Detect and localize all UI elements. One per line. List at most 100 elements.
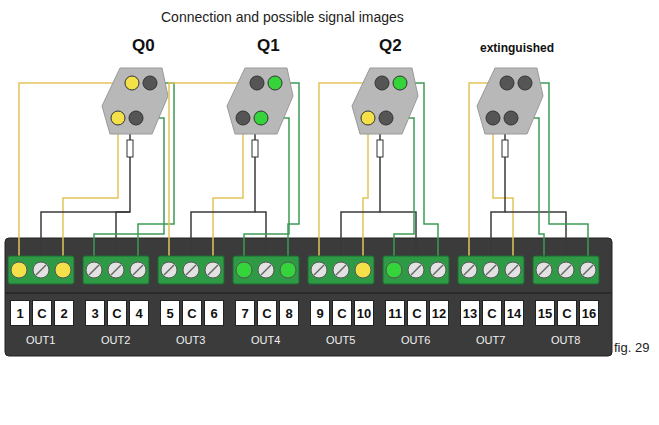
screw-slot: [464, 265, 474, 275]
signal-aspect-label: Q2: [379, 36, 402, 56]
terminal-number: C: [562, 306, 571, 321]
terminal-screw: [333, 262, 349, 278]
signal-lamp: [500, 76, 514, 90]
output-label: OUT1: [26, 334, 55, 346]
figure-caption: fig. 29: [614, 340, 649, 355]
terminal-screw: [483, 262, 499, 278]
terminal-number-cell: C: [182, 300, 202, 326]
screw-slot: [186, 265, 196, 275]
common-wire: [341, 132, 380, 256]
screw-slot: [561, 265, 571, 275]
terminal-number: 12: [432, 306, 446, 321]
terminal-number-cell: 8: [279, 300, 299, 326]
screw-slot: [583, 265, 593, 275]
terminal-number-cell: 15: [535, 300, 555, 326]
terminal-screw: [536, 262, 552, 278]
screw-slot: [208, 265, 218, 275]
terminal-number-cell: C: [107, 300, 127, 326]
signal-lamp: [254, 111, 268, 125]
terminal-number-cell: 14: [504, 300, 524, 326]
output-label: OUT2: [101, 334, 130, 346]
screw-slot: [111, 265, 121, 275]
output-label: OUT5: [326, 334, 355, 346]
terminal-number: C: [262, 306, 271, 321]
terminal-housing: [5, 238, 612, 356]
terminal-number: 14: [507, 306, 521, 321]
terminal-number-cell: 9: [310, 300, 330, 326]
terminal-screw: [355, 262, 371, 278]
terminal-number-cell: C: [257, 300, 277, 326]
yellow-wire: [363, 126, 368, 256]
signal-aspect-label: Q0: [132, 36, 155, 56]
terminal-number: 7: [241, 306, 248, 321]
terminal-number-cell: C: [32, 300, 52, 326]
terminal-number-cell: C: [407, 300, 427, 326]
terminal-number: 11: [388, 306, 402, 321]
terminal-screw: [461, 262, 477, 278]
terminal-screw: [55, 262, 71, 278]
yellow-wire: [213, 126, 243, 256]
signal-lamp: [518, 76, 532, 90]
terminal-screw: [430, 262, 446, 278]
terminal-screw: [386, 262, 402, 278]
signal-lamp: [111, 111, 125, 125]
terminal-number-cell: C: [332, 300, 352, 326]
terminal-number: 2: [60, 306, 67, 321]
terminal-number-cell: 16: [579, 300, 599, 326]
resistor-symbol: [252, 140, 258, 157]
terminal-number: 3: [91, 306, 98, 321]
output-label: OUT3: [176, 334, 205, 346]
terminal-screw: [311, 262, 327, 278]
terminal-screw: [236, 262, 252, 278]
terminal-screw: [33, 262, 49, 278]
terminal-block: [308, 256, 374, 284]
terminal-number: 13: [463, 306, 477, 321]
yellow-wire: [63, 126, 118, 256]
terminal-number: 8: [285, 306, 292, 321]
terminal-number: 10: [357, 306, 371, 321]
resistor-symbol: [377, 140, 383, 157]
terminal-number: C: [112, 306, 121, 321]
terminal-number-cell: 2: [54, 300, 74, 326]
terminal-number-cell: 1: [10, 300, 30, 326]
terminal-number: C: [37, 306, 46, 321]
terminal-number: 15: [538, 306, 552, 321]
screw-slot: [261, 265, 271, 275]
terminal-block: [83, 256, 149, 284]
signal-lamp: [143, 76, 157, 90]
terminal-number-cell: 11: [385, 300, 405, 326]
terminal-block: [233, 256, 299, 284]
signal-plate: [227, 68, 293, 134]
terminal-number-cell: 7: [235, 300, 255, 326]
output-label: OUT4: [251, 334, 280, 346]
screw-slot: [508, 265, 518, 275]
terminal-screw: [280, 262, 296, 278]
output-label: OUT7: [476, 334, 505, 346]
terminal-number-cell: 10: [354, 300, 374, 326]
figure-title: Connection and possible signal images: [161, 9, 404, 25]
terminal-block: [458, 256, 524, 284]
terminal-number-cell: 4: [129, 300, 149, 326]
screw-slot: [486, 265, 496, 275]
signal-plate: [477, 68, 543, 134]
output-label: OUT6: [401, 334, 430, 346]
screw-slot: [133, 265, 143, 275]
terminal-screw: [408, 262, 424, 278]
signal-lamp: [375, 76, 389, 90]
terminal-number-cell: C: [557, 300, 577, 326]
signal-lamp: [361, 111, 375, 125]
green-wire: [533, 83, 588, 256]
screw-slot: [411, 265, 421, 275]
signal-plate: [352, 68, 418, 134]
signal-lamp: [504, 111, 518, 125]
signal-lamp: [236, 111, 250, 125]
green-wire: [394, 118, 414, 256]
signal-aspect-label: extinguished: [480, 41, 554, 55]
terminal-block: [533, 256, 599, 284]
terminal-screw: [205, 262, 221, 278]
signal-lamp: [379, 111, 393, 125]
signal-lamp: [268, 76, 282, 90]
signal-lamp: [250, 76, 264, 90]
screw-slot: [336, 265, 346, 275]
